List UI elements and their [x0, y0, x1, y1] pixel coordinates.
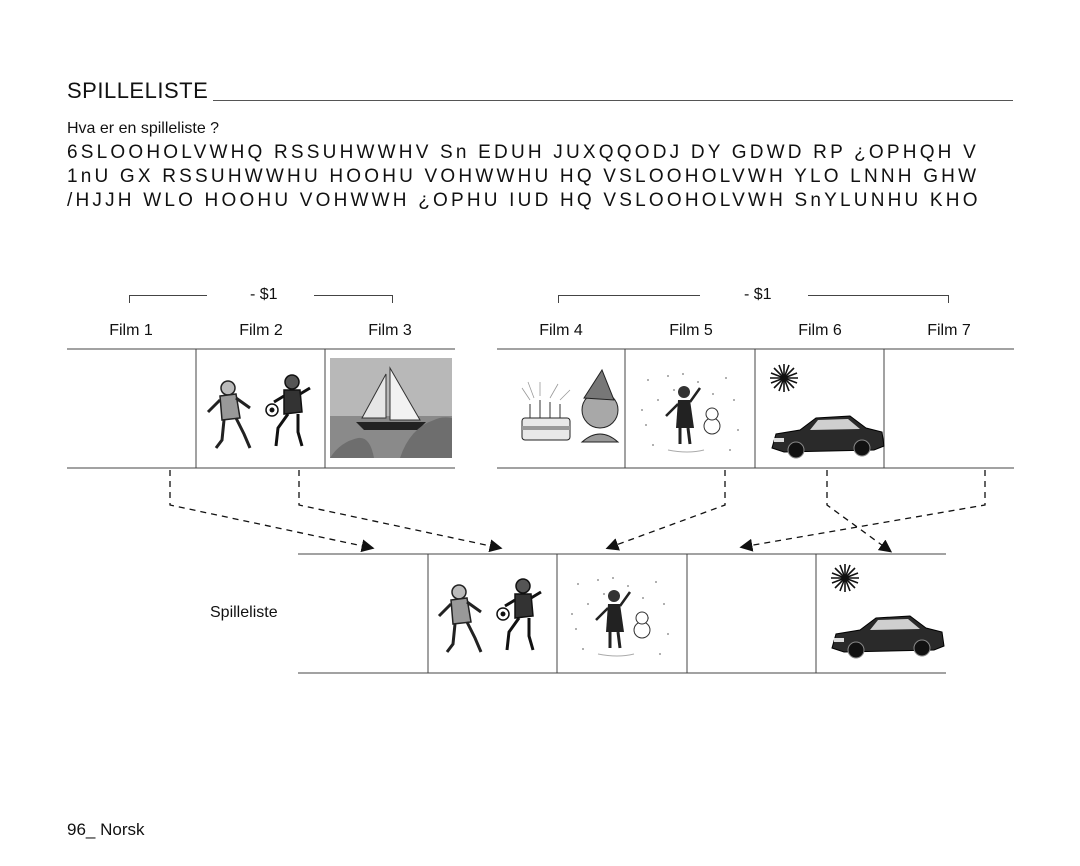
body-line-2: 1nU GX RSSUHWWHU HOOHU VOHWWHU HQ VSLOOH… — [67, 166, 980, 187]
bracket-tick — [129, 295, 130, 303]
bracket-line — [314, 295, 392, 296]
bracket-tick — [948, 295, 949, 303]
film-label-2: Film 2 — [239, 322, 283, 339]
playlist-label: Spilleliste — [210, 604, 278, 621]
car-image — [771, 415, 885, 459]
body-line-3: /HJJH WLO HOOHU VOHWWH ¿OPHU IUD HQ VSLO… — [67, 190, 981, 211]
film-label-4: Film 4 — [539, 322, 583, 339]
group-label-2: - $1 — [744, 286, 772, 303]
bracket-line — [808, 295, 948, 296]
car-image — [769, 363, 799, 393]
bracket-line — [129, 295, 207, 296]
film-label-5: Film 5 — [669, 322, 713, 339]
film-label-1: Film 1 — [109, 322, 153, 339]
film-label-3: Film 3 — [368, 322, 412, 339]
playlist-snow-girl-image — [569, 575, 671, 658]
snow-girl-image — [639, 371, 741, 454]
title-rule — [213, 100, 1013, 101]
film-label-6: Film 6 — [798, 322, 842, 339]
film-label-7: Film 7 — [927, 322, 971, 339]
bracket-tick — [392, 295, 393, 303]
sailboat-image — [330, 358, 452, 458]
page-number: 96_ Norsk — [67, 820, 145, 839]
bracket-tick — [558, 295, 559, 303]
group-label-1: - $1 — [250, 286, 278, 303]
playlist-soccer-image — [437, 577, 543, 654]
page-title: SPILLELISTE — [67, 78, 209, 103]
playlist-car-image — [831, 615, 945, 659]
soccer-image — [206, 373, 312, 450]
playlist-car-image — [830, 563, 860, 593]
section-question: Hva er en spilleliste ? — [67, 120, 220, 137]
birthday-image — [521, 368, 620, 443]
bracket-line — [558, 295, 700, 296]
body-line-1: 6SLOOHOLVWHQ RSSUHWWHV Sn EDUH JUXQQODJ … — [67, 142, 979, 163]
